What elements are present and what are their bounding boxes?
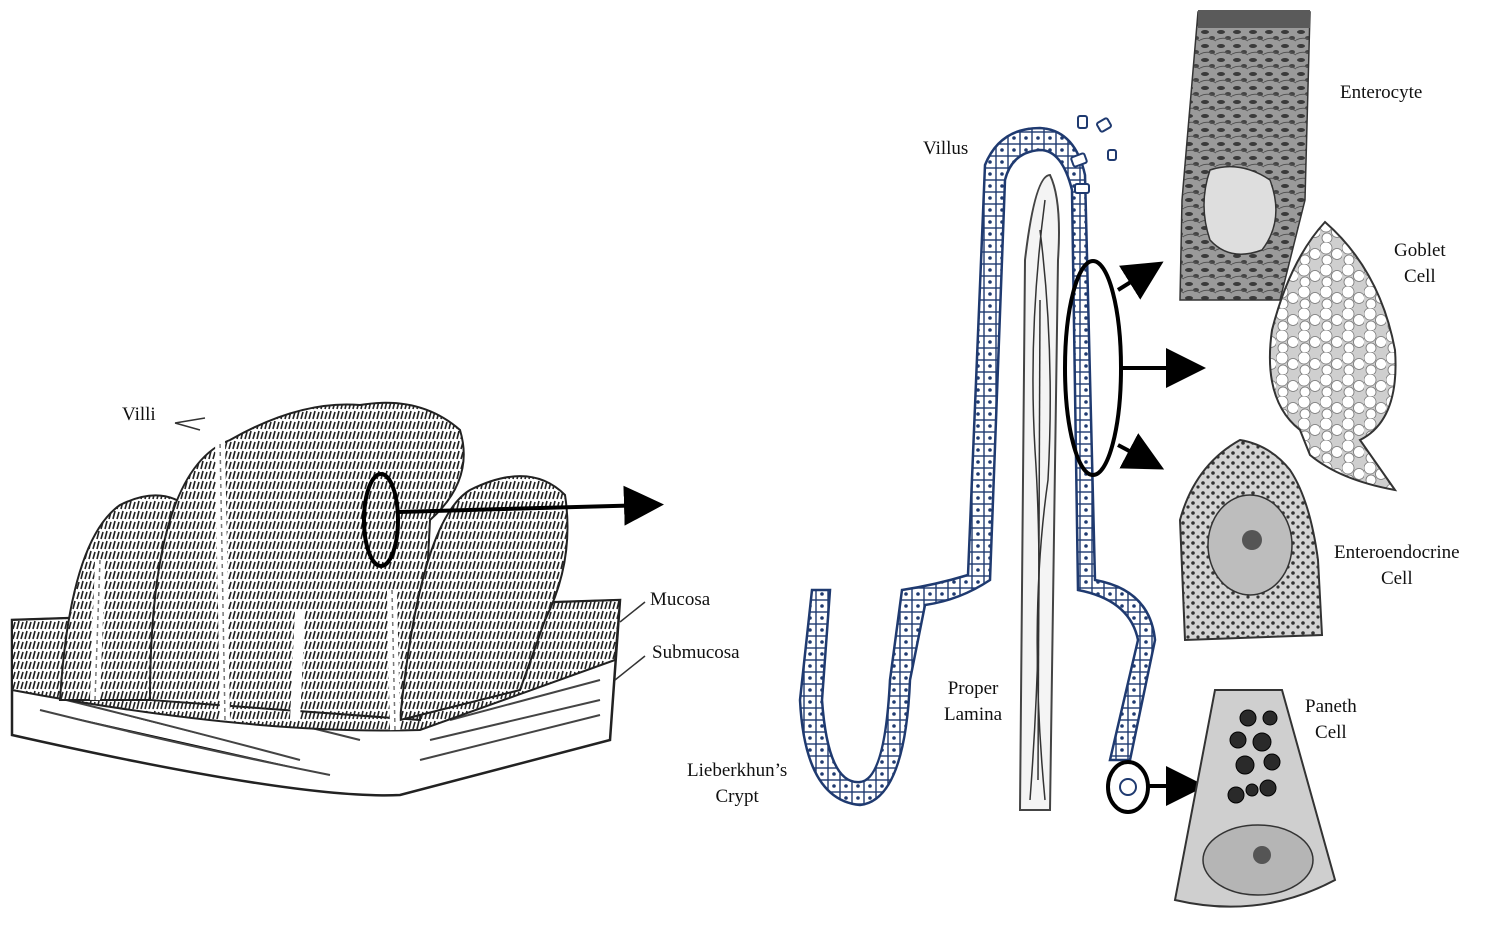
label-goblet-cell: Goblet Cell: [1394, 238, 1446, 290]
label-paneth-cell: Paneth Cell: [1305, 694, 1357, 746]
label-mucosa: Mucosa: [650, 587, 710, 613]
intestinal-wall-illustration: [12, 403, 648, 796]
label-villus: Villus: [923, 136, 968, 162]
epithelium-callout-ellipse: [1065, 261, 1121, 475]
enterocyte-micrograph: [1180, 10, 1310, 300]
enteroendocrine-cell-micrograph: [1180, 440, 1322, 640]
label-proper-lamina: Proper Lamina: [944, 676, 1002, 728]
label-villi: Villi: [122, 402, 156, 428]
label-lieberkuhn-crypt: Lieberkhun’s Crypt: [687, 758, 787, 810]
label-enterocyte: Enterocyte: [1340, 80, 1422, 106]
label-submucosa: Submucosa: [652, 640, 740, 666]
label-enteroendocrine-cell: Enteroendocrine Cell: [1334, 540, 1460, 592]
